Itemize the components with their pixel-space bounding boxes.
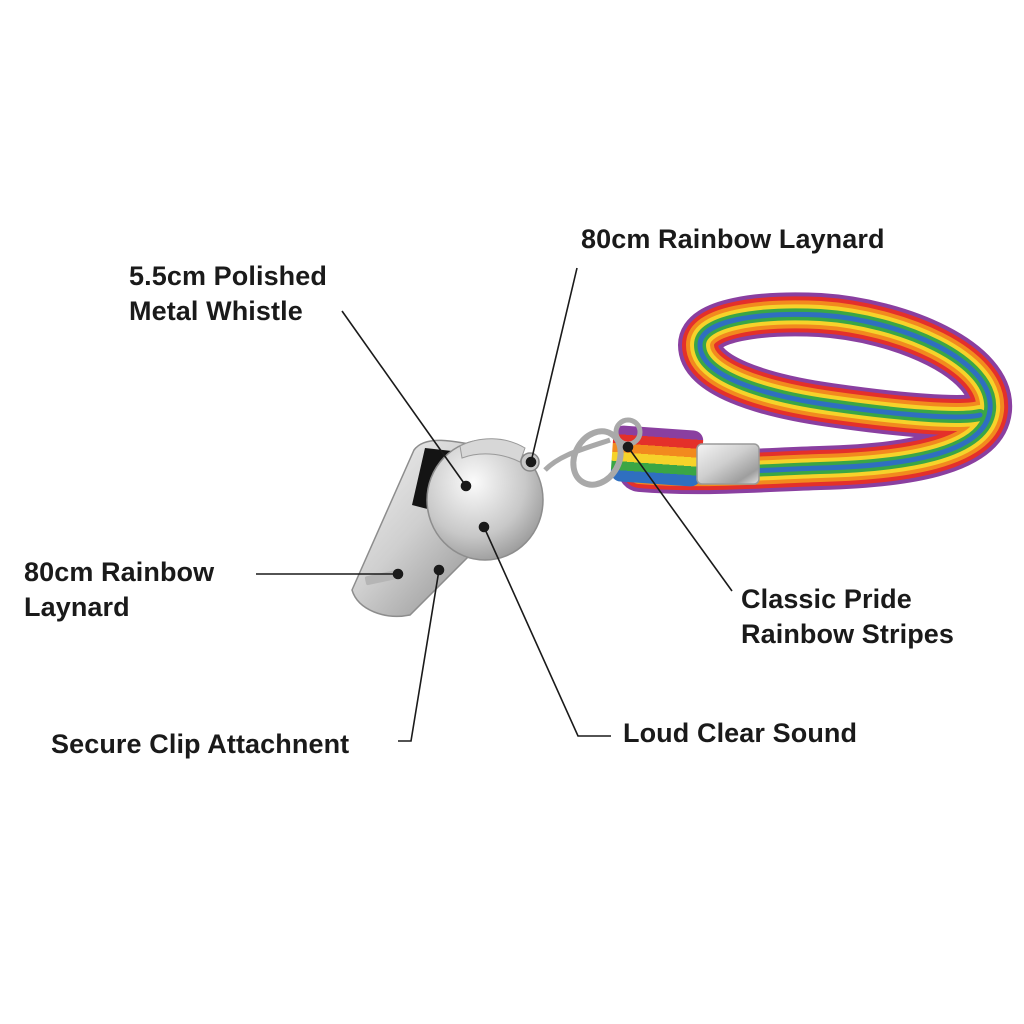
leader-dot-sound	[478, 521, 490, 533]
leader-line-clip	[398, 569, 440, 742]
rainbow-lanyard	[618, 292, 1013, 495]
lanyard-tail	[610, 425, 704, 487]
callout-lanyard-top-text: 80cm Rainbow Laynard	[581, 224, 885, 254]
leader-dot-lanyard-left	[392, 568, 404, 580]
leader-line-whistle	[341, 310, 467, 487]
clip-attachment	[543, 417, 643, 488]
callout-lanyard-left: 80cm Rainbow Laynard	[24, 555, 214, 625]
callout-clip-text: Secure Clip Attachnent	[51, 729, 350, 759]
leader-line-sound	[483, 526, 611, 737]
callout-stripes-line1: Classic Pride	[741, 584, 912, 614]
callout-sound-text: Loud Clear Sound	[623, 718, 858, 748]
callout-whistle-line2: Metal Whistle	[129, 296, 303, 326]
leader-dot-whistle	[460, 480, 472, 492]
callout-clip: Secure Clip Attachnent	[51, 727, 349, 762]
callout-stripes-line2: Rainbow Stripes	[741, 619, 955, 649]
leader-lines	[256, 267, 733, 742]
callout-stripes: Classic Pride Rainbow Stripes	[741, 582, 954, 652]
callout-lanyard-left-line2: Laynard	[24, 592, 130, 622]
callout-whistle: 5.5cm Polished Metal Whistle	[129, 259, 327, 329]
leader-dot-stripes	[622, 441, 634, 453]
metal-whistle	[351, 438, 544, 617]
leader-dot-clip	[433, 564, 445, 576]
leader-line-lanyard-top	[530, 267, 578, 463]
leader-line-stripes	[627, 446, 733, 592]
callout-lanyard-top: 80cm Rainbow Laynard	[581, 222, 885, 257]
crimp-sleeve	[696, 443, 760, 485]
callout-whistle-line1: 5.5cm Polished	[129, 261, 327, 291]
callout-lanyard-left-line1: 80cm Rainbow	[24, 557, 215, 587]
callout-sound: Loud Clear Sound	[623, 716, 857, 751]
leader-dot-lanyard-top	[525, 456, 537, 468]
